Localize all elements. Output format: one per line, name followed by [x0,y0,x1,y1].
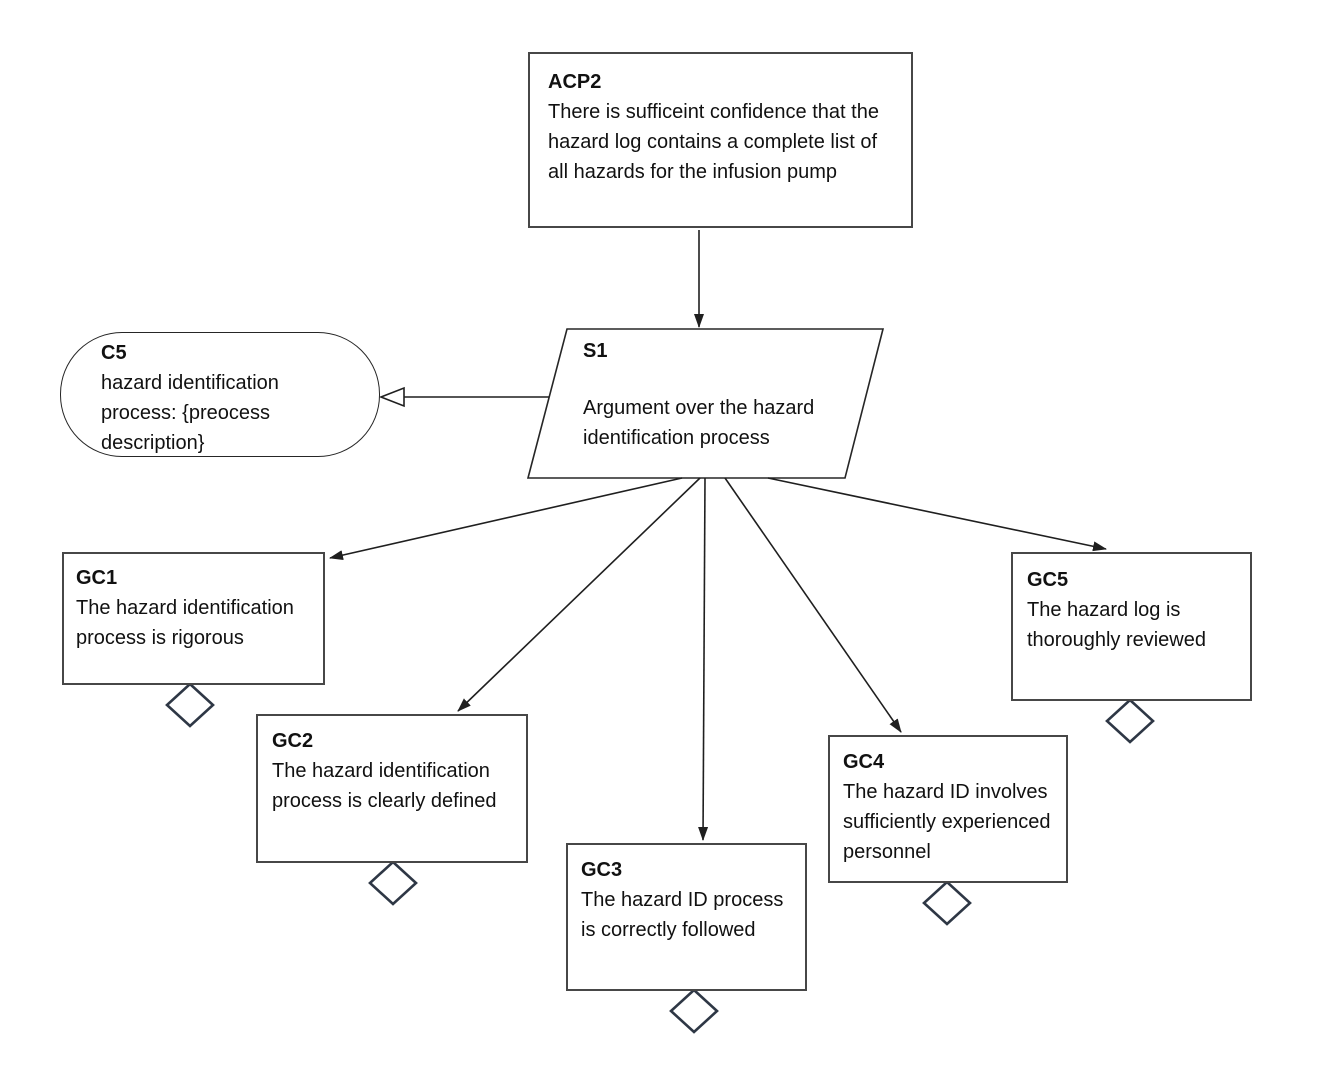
node-s1-text: Argument over the hazard identification … [583,397,815,449]
gc2-undeveloped-diamond-icon [368,860,418,906]
node-gc2-id: GC2 [272,730,314,752]
node-gc3-text: The hazard ID process is correctly follo… [581,889,784,941]
node-gc1-text: The hazard identification process is rig… [76,597,294,649]
arrow-s1-gc2[interactable] [457,477,701,712]
arrow-s1-gc4[interactable] [724,477,902,733]
node-s1-label[interactable]: S1 Argument over the hazard identificati… [583,336,863,453]
node-gc5-text: The hazard log is thoroughly reviewed [1027,599,1206,651]
node-acp2-id: ACP2 [548,71,602,93]
arrow-s1-gc5[interactable] [767,477,1107,552]
node-c5-text: hazard identification process: {preocess… [101,372,279,454]
arrow-s1-gc1[interactable] [329,477,683,560]
gc3-undeveloped-diamond-icon [669,988,719,1034]
node-gc4-id: GC4 [843,751,885,773]
node-c5-id: C5 [101,342,127,364]
node-s1-shape[interactable] [526,328,885,479]
gc5-undeveloped-diamond-icon [1105,698,1155,744]
node-s1-id: S1 [583,340,608,362]
node-gc3[interactable]: GC3 The hazard ID process is correctly f… [566,843,807,991]
arrow-s1-gc3[interactable] [698,477,709,841]
gc4-undeveloped-diamond-icon [922,880,972,926]
node-c5[interactable]: C5 hazard identification process: {preoc… [60,332,380,457]
node-gc3-id: GC3 [581,859,623,881]
node-gc5[interactable]: GC5 The hazard log is thoroughly reviewe… [1011,552,1252,701]
hollow-arrowhead-icon [378,386,405,408]
node-gc2[interactable]: GC2 The hazard identification process is… [256,714,528,863]
node-gc5-id: GC5 [1027,569,1069,591]
node-gc4-text: The hazard ID involves sufficiently expe… [843,781,1051,863]
gc1-undeveloped-diamond-icon [165,682,215,728]
node-gc1-id: GC1 [76,567,118,589]
node-acp2-text: There is sufficeint confidence that the … [548,101,879,183]
node-acp2[interactable]: ACP2 There is sufficeint confidence that… [528,52,913,228]
node-gc2-text: The hazard identification process is cle… [272,760,497,812]
node-gc4[interactable]: GC4 The hazard ID involves sufficiently … [828,735,1068,883]
node-gc1[interactable]: GC1 The hazard identification process is… [62,552,325,685]
